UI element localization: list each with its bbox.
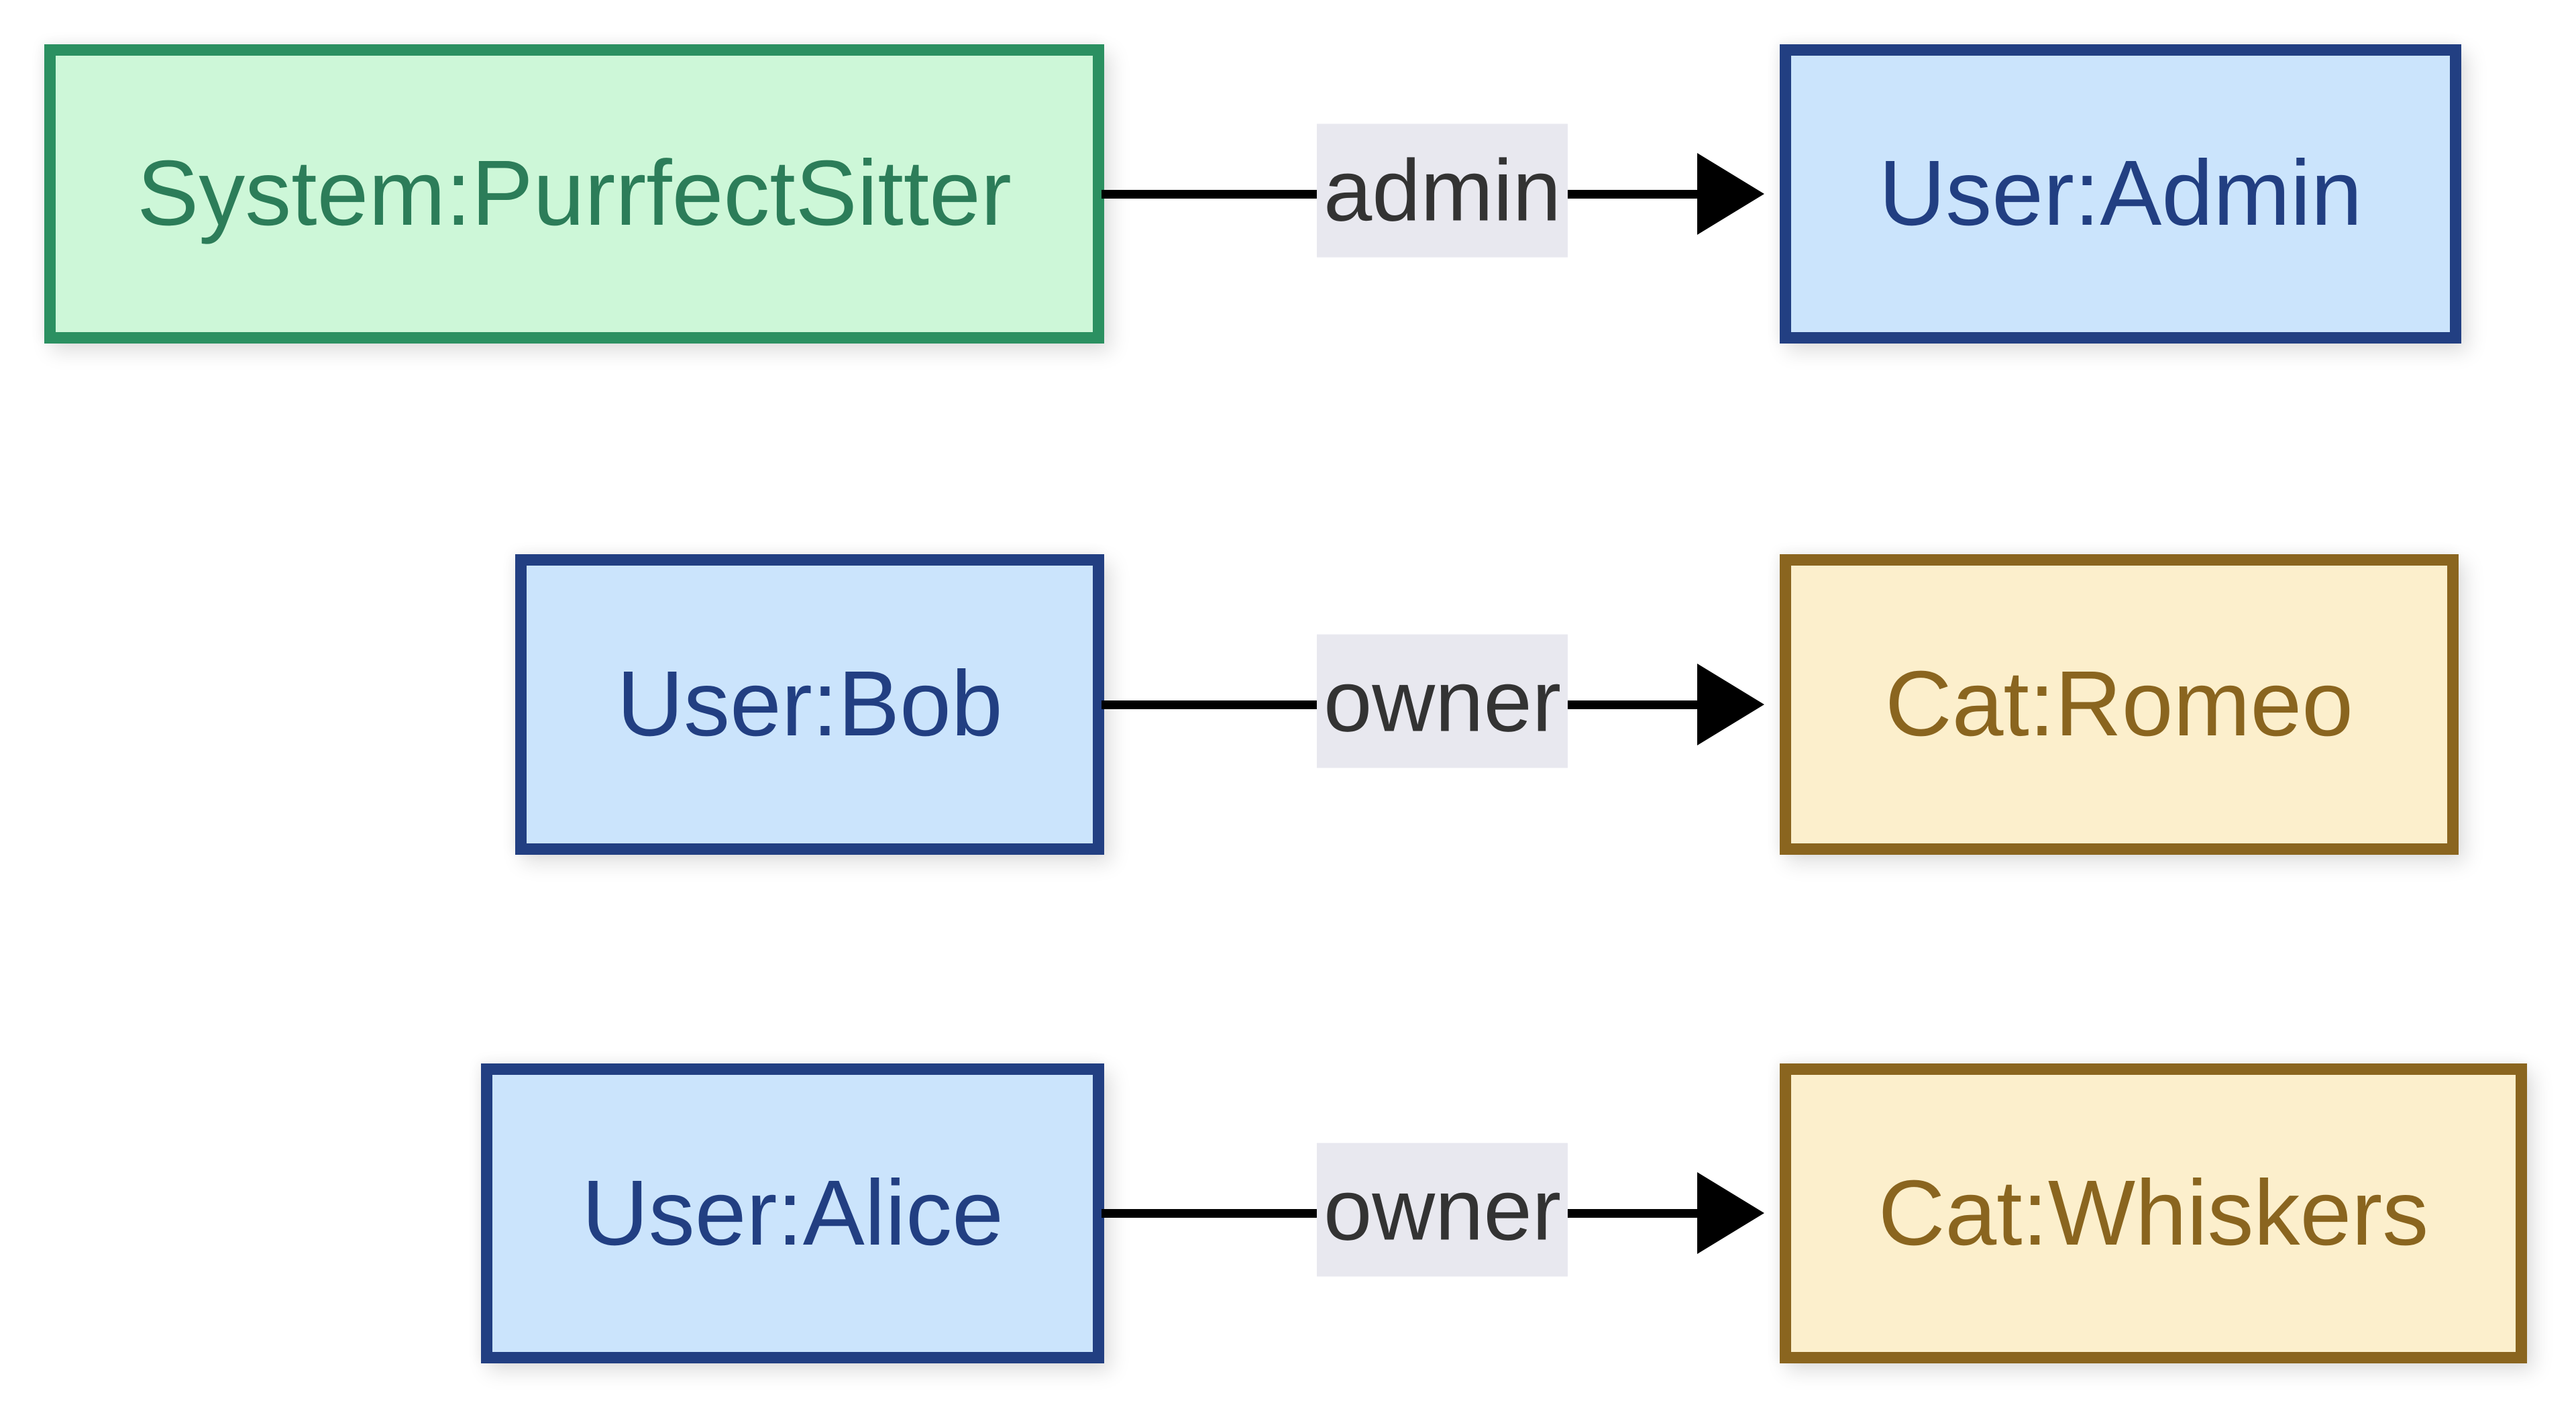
edge-owner-alice-arrowhead-icon [1697, 1172, 1764, 1254]
node-user-bob-label: User:Bob [616, 652, 1003, 756]
node-cat-whiskers: Cat:Whiskers [1780, 1063, 2527, 1363]
node-user-admin-label: User:Admin [1878, 142, 2363, 246]
edge-owner-alice-label: owner [1316, 1143, 1568, 1277]
edge-admin-arrowhead-icon [1697, 153, 1764, 235]
node-system-purrfectsitter-label: System:PurrfectSitter [137, 142, 1012, 246]
node-cat-romeo-label: Cat:Romeo [1885, 652, 2353, 756]
node-user-alice: User:Alice [481, 1063, 1104, 1363]
node-cat-romeo: Cat:Romeo [1780, 554, 2459, 855]
edge-admin-label: admin [1316, 123, 1568, 258]
node-user-alice-label: User:Alice [582, 1161, 1004, 1265]
edge-owner-bob-label: owner [1316, 634, 1568, 768]
edge-owner-bob-arrowhead-icon [1697, 664, 1764, 745]
node-user-admin: User:Admin [1780, 44, 2461, 344]
node-user-bob: User:Bob [515, 554, 1104, 855]
node-cat-whiskers-label: Cat:Whiskers [1878, 1161, 2429, 1265]
node-system-purrfectsitter: System:PurrfectSitter [44, 44, 1104, 344]
